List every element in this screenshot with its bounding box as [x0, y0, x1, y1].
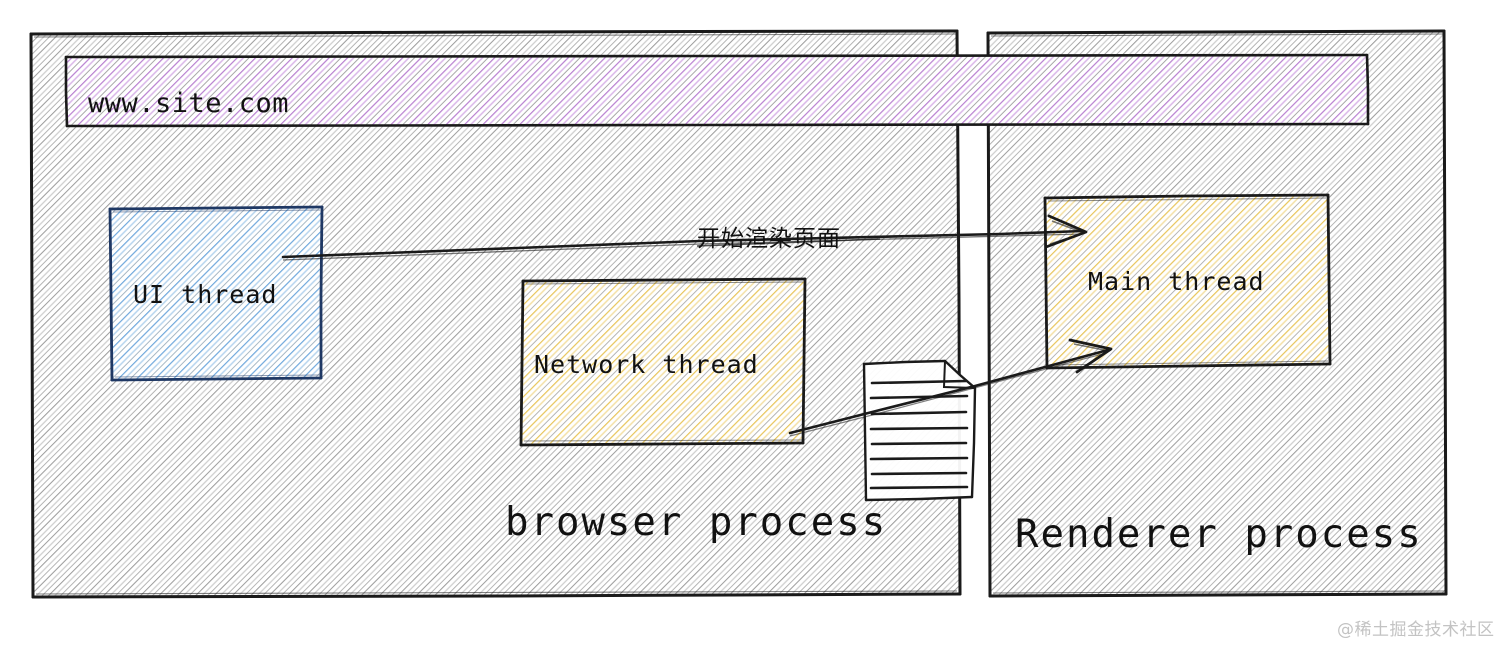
arrow-label-underline	[696, 238, 881, 247]
ui-to-main-arrow	[281, 214, 1088, 261]
url-bar[interactable]	[64, 53, 1370, 128]
main-thread-box[interactable]	[1043, 193, 1332, 370]
network-to-main-arrow	[788, 338, 1113, 437]
ui-thread-box[interactable]	[108, 205, 324, 382]
document-icon	[862, 359, 977, 502]
network-thread-box[interactable]	[519, 277, 807, 447]
browser-process-box[interactable]	[29, 29, 962, 599]
